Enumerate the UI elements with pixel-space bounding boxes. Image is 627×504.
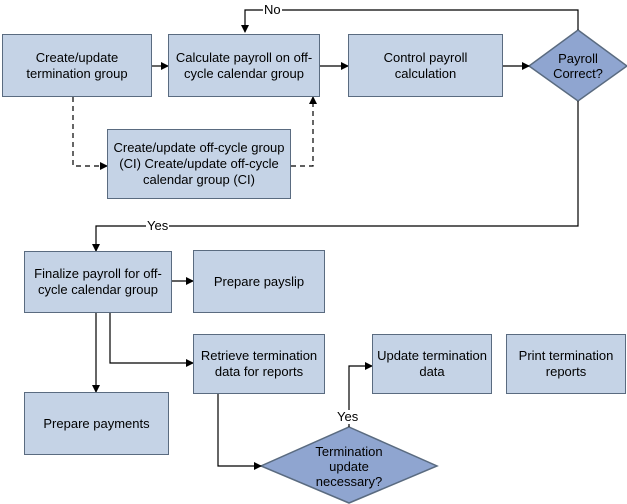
box-retrieve-termination-data: Retrieve termination data for reports <box>193 334 325 394</box>
box-create-offcycle-group-label: Create/update off-cycle group (CI) Creat… <box>113 140 285 187</box>
box-retrieve-termination-data-label: Retrieve termination data for reports <box>200 348 318 379</box>
box-control-payroll: Control payroll calculation <box>348 34 503 97</box>
box-create-termination-group-label: Create/update termination group <box>26 49 128 81</box>
arrow-no-loop <box>241 9 579 33</box>
box-finalize-payroll-label: Finalize payroll for off-cycle calendar … <box>34 266 162 297</box>
arrow-yes-to-finalize <box>92 101 579 252</box>
box-finalize-payroll: Finalize payroll for off-cycle calendar … <box>24 251 172 313</box>
dashed-offcycle-to-calculate <box>291 96 317 167</box>
decision-termination-update-text: Termination update necessary? <box>315 443 383 489</box>
box-calculate-payroll: Calculate payroll on off-cycle calendar … <box>168 34 320 97</box>
box-print-termination-reports: Print termination reports <box>506 334 626 394</box>
arrow-decision-yes-to-update <box>348 362 373 427</box>
box-update-termination-data-label: Update termination data <box>377 348 487 379</box>
edge-label-yes-termination: Yes <box>336 409 360 424</box>
arrow-retrieve-to-decision <box>217 394 262 470</box>
box-print-termination-reports-label: Print termination reports <box>518 348 614 379</box>
box-prepare-payments: Prepare payments <box>24 392 169 455</box>
box-create-termination-group: Create/update termination group <box>2 34 152 97</box>
dashed-termination-group-to-offcycle <box>72 97 108 170</box>
edge-label-yes-payroll: Yes <box>146 218 170 233</box>
box-update-termination-data: Update termination data <box>372 334 492 394</box>
box-prepare-payslip: Prepare payslip <box>193 250 325 313</box>
box-prepare-payslip-label: Prepare payslip <box>213 273 305 289</box>
decision-payroll-correct-label: Payroll Correct? <box>545 46 611 86</box>
box-control-payroll-label: Control payroll calculation <box>383 49 468 81</box>
box-calculate-payroll-label: Calculate payroll on off-cycle calendar … <box>175 49 313 81</box>
termination-update-diamond <box>259 426 439 504</box>
box-prepare-payments-label: Prepare payments <box>43 415 150 431</box>
arrow-finalize-to-retrieve <box>109 313 194 367</box>
box-create-offcycle-group: Create/update off-cycle group (CI) Creat… <box>107 129 291 199</box>
edge-label-no: No <box>263 2 282 17</box>
decision-termination-update-label: Termination update necessary? <box>296 443 402 489</box>
decision-payroll-correct-text: Payroll Correct? <box>553 51 603 81</box>
